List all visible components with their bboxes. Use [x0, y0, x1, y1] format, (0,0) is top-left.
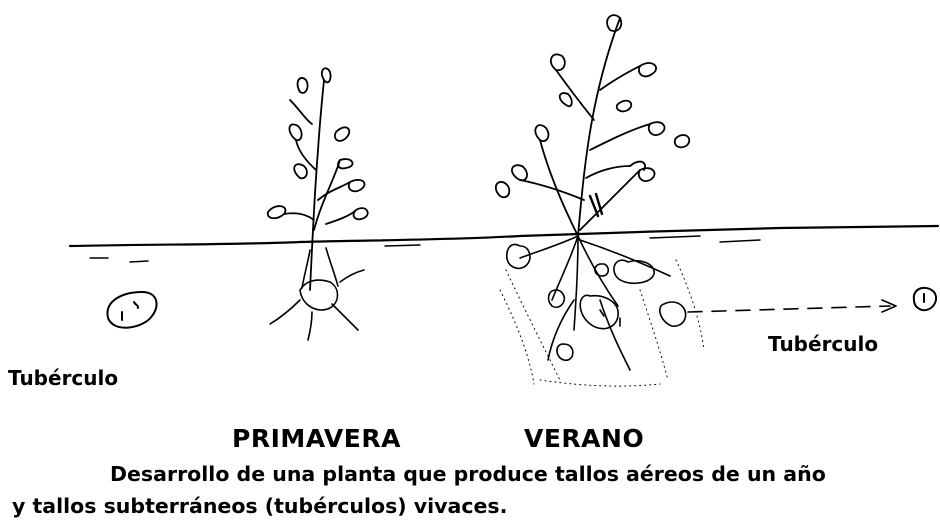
tuber-left-label: Tubérculo [8, 366, 119, 390]
rhizome-dashed [687, 299, 897, 313]
summer-plant [495, 14, 691, 237]
summer-label: VERANO [524, 424, 645, 453]
tuber-right-drawing [912, 286, 938, 312]
soil-stipple [499, 259, 705, 387]
tuber-right-label: Tubérculo [768, 332, 879, 356]
ground-dash [89, 235, 761, 263]
caption-line-2: y tallos subterráneos (tubérculos) vivac… [12, 494, 508, 518]
ground-line [68, 224, 940, 248]
caption-line-1: Desarrollo de una planta que produce tal… [110, 462, 826, 486]
spring-roots [269, 247, 365, 341]
spring-plant [266, 67, 369, 291]
tuber-left-drawing [106, 291, 158, 329]
spring-label: PRIMAVERA [232, 424, 401, 453]
summer-roots [505, 235, 687, 371]
